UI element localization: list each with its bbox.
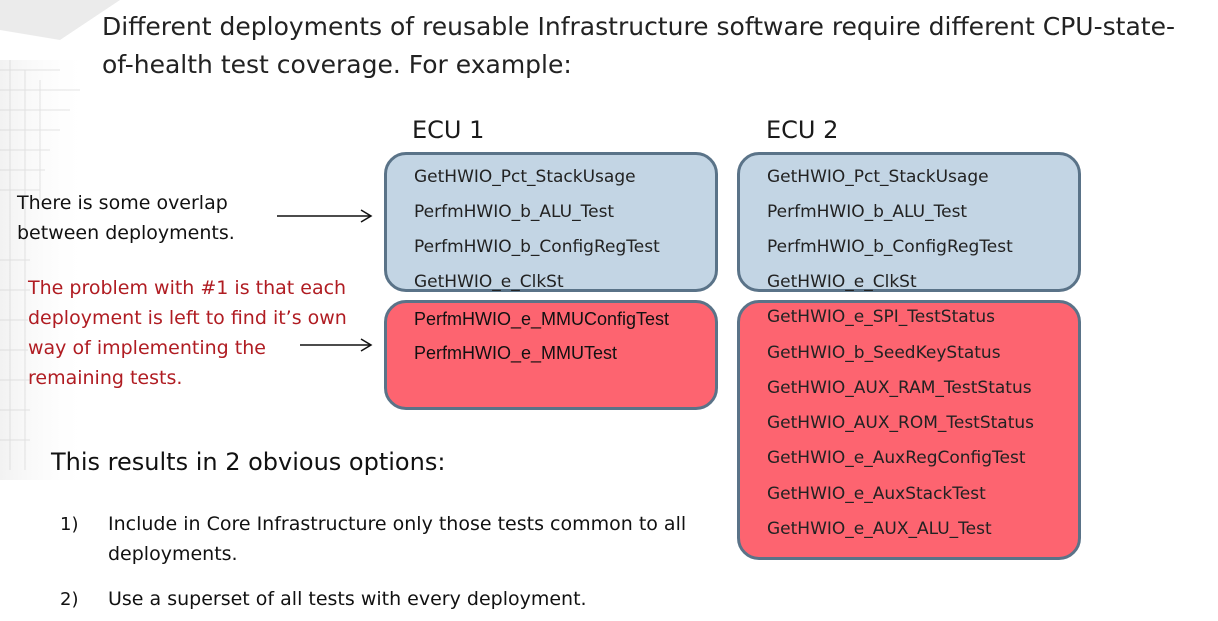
ecu2-common-test: PerfmHWIO_b_ConfigRegTest — [767, 237, 1013, 257]
ecu1-specific-test: PerfmHWIO_e_MMUTest — [414, 343, 617, 364]
ecu1-specific-tests-box: PerfmHWIO_e_MMUConfigTest PerfmHWIO_e_MM… — [384, 300, 718, 410]
ecu2-specific-test: GetHWIO_e_AuxStackTest — [767, 484, 986, 504]
ecu2-specific-test: GetHWIO_AUX_ROM_TestStatus — [767, 413, 1034, 433]
ecu1-common-test: PerfmHWIO_b_ConfigRegTest — [414, 237, 660, 257]
ecu1-common-test: PerfmHWIO_b_ALU_Test — [414, 202, 614, 222]
slide-title: Different deployments of reusable Infras… — [102, 8, 1202, 84]
ecu2-specific-test: GetHWIO_AUX_RAM_TestStatus — [767, 378, 1032, 398]
ecu1-common-tests-box: GetHWIO_Pct_StackUsage PerfmHWIO_b_ALU_T… — [384, 152, 718, 292]
ecu2-label: ECU 2 — [766, 116, 838, 144]
ecu1-label: ECU 1 — [412, 116, 484, 144]
option-text: Use a superset of all tests with every d… — [108, 584, 688, 614]
ecu2-common-test: PerfmHWIO_b_ALU_Test — [767, 202, 967, 222]
problem-arrow-head — [361, 339, 371, 351]
ecu2-specific-test: GetHWIO_e_AUX_ALU_Test — [767, 519, 992, 539]
ecu2-specific-test: GetHWIO_e_SPI_TestStatus — [767, 307, 995, 327]
overlap-note: There is some overlap between deployment… — [17, 188, 267, 248]
option-text: Include in Core Infrastructure only thos… — [108, 509, 688, 569]
ecu2-specific-test: GetHWIO_e_AuxRegConfigTest — [767, 448, 1026, 468]
problem-note: The problem with #1 is that each deploym… — [28, 273, 348, 393]
ecu1-specific-test: PerfmHWIO_e_MMUConfigTest — [414, 309, 669, 330]
options-title: This results in 2 obvious options: — [51, 448, 445, 476]
option-number: 2) — [60, 589, 78, 610]
overlap-arrow-head — [361, 210, 371, 222]
ecu2-specific-test: GetHWIO_b_SeedKeyStatus — [767, 343, 1001, 363]
option-number: 1) — [60, 514, 78, 535]
ecu1-common-test: GetHWIO_e_ClkSt — [414, 272, 564, 292]
ecu2-specific-tests-box: GetHWIO_e_SPI_TestStatus GetHWIO_b_SeedK… — [737, 300, 1081, 560]
ecu2-common-test: GetHWIO_e_ClkSt — [767, 272, 917, 292]
ecu1-common-test: GetHWIO_Pct_StackUsage — [414, 167, 636, 187]
ecu2-common-tests-box: GetHWIO_Pct_StackUsage PerfmHWIO_b_ALU_T… — [737, 152, 1081, 292]
ecu2-common-test: GetHWIO_Pct_StackUsage — [767, 167, 989, 187]
